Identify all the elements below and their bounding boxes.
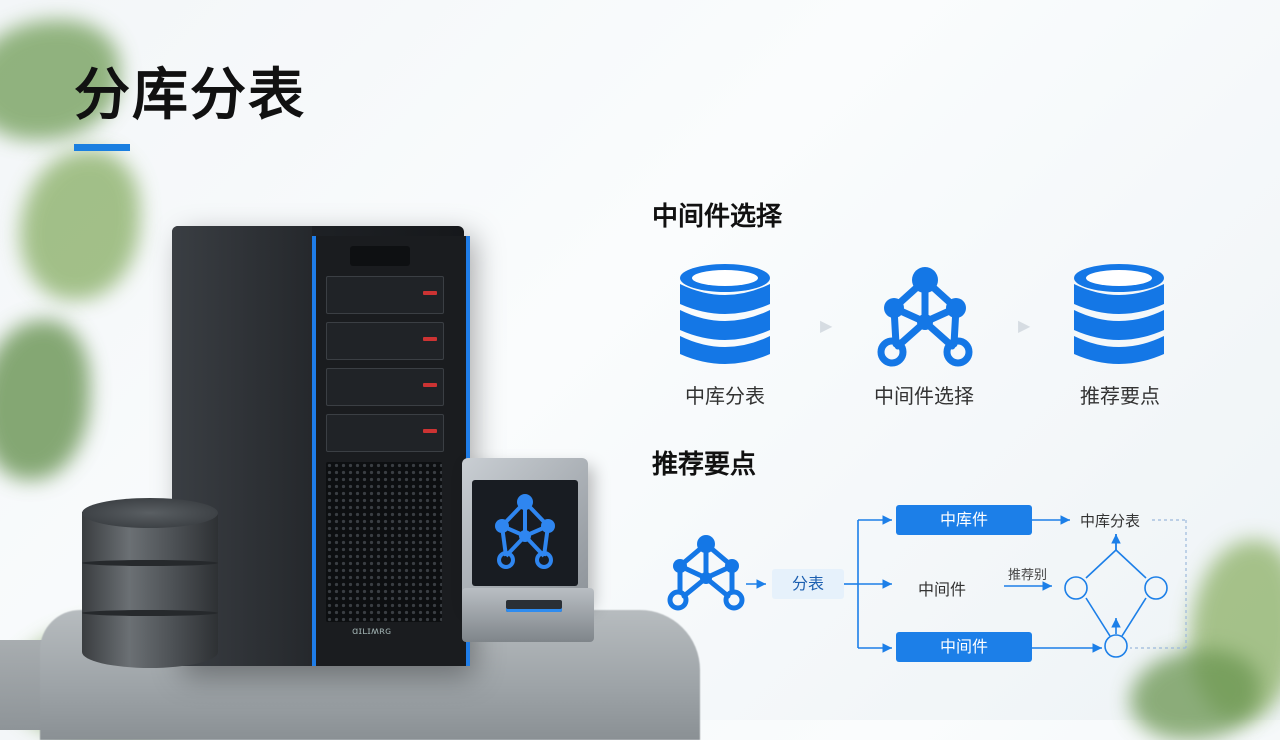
chevron-right-icon: ▶ (820, 316, 833, 335)
network-icon (667, 535, 745, 611)
monitor-screen (472, 480, 578, 586)
server-control-panel (350, 246, 410, 266)
drive-bay (326, 322, 444, 360)
cylinder-ring (82, 610, 218, 616)
drive-bay (326, 414, 444, 452)
recommend-note: 推荐别 (1008, 568, 1048, 583)
slide: 分库分表 ɑɪʟɪʍʀɢ 中间件选择 (0, 20, 1280, 740)
monitor-slot (506, 600, 562, 612)
sharding-diagram: 分表 中库件 中间件 中间件 中库分表 推荐别 (640, 490, 1200, 680)
flow-label-3: 推荐要点 (1080, 384, 1160, 408)
server-brand-text: ɑɪʟɪʍʀɢ (352, 626, 392, 637)
chevron-right-icon: ▶ (1018, 316, 1031, 335)
flow-label-2: 中间件选择 (874, 384, 974, 408)
section-heading-recommend: 推荐要点 (652, 450, 757, 480)
plant-leaf (20, 150, 140, 300)
server-grill (326, 462, 442, 622)
flow-label-1: 中库分表 (685, 384, 765, 408)
database-icon (680, 264, 770, 364)
middleware-label: 中间件 (918, 580, 967, 599)
plant-leaf (0, 320, 90, 480)
network-icon (877, 267, 973, 367)
page-title: 分库分表 (74, 63, 306, 128)
diagram-connectors (746, 515, 1187, 658)
drive-bay (326, 368, 444, 406)
cylinder-ring (82, 560, 218, 566)
monitor-base (462, 588, 594, 642)
title-underline (74, 144, 130, 151)
network-icon (495, 494, 555, 569)
sharding-label: 中库分表 (1080, 512, 1141, 530)
middleware-box-top: 中库件 (896, 505, 1032, 535)
database-cylinder (82, 512, 218, 668)
database-icon (1074, 264, 1164, 364)
drive-bay (326, 276, 444, 314)
section-heading-middleware: 中间件选择 (652, 202, 783, 232)
database-cylinder-top (82, 498, 218, 528)
shard-table-box: 分表 (772, 569, 844, 599)
middleware-box-bottom: 中间件 (896, 632, 1032, 662)
